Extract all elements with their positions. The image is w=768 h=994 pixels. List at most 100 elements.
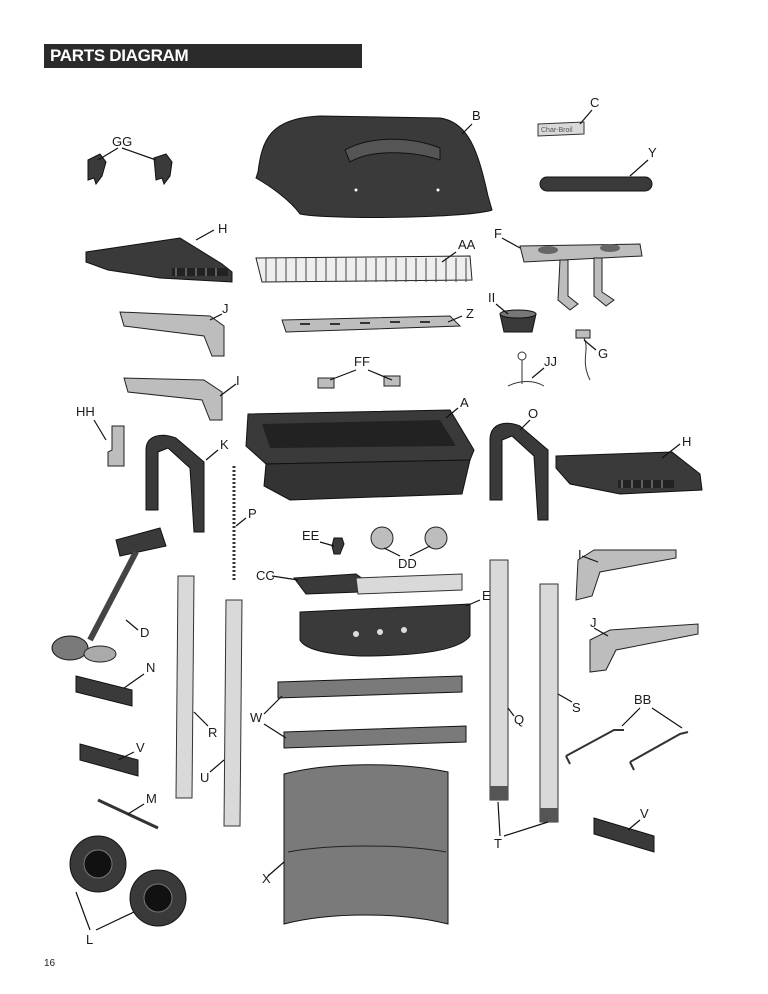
part-w-crossbars [277,675,467,749]
leader-ii [495,303,509,315]
label-ff: FF [354,354,370,369]
label-t: T [494,836,502,851]
part-e-control-panel [299,603,471,657]
logo-text: Char-Broil [541,127,573,134]
label-gg: GG [112,134,132,149]
leader-d [125,619,139,631]
leader-i-right [581,555,599,563]
leader-z [447,315,463,323]
leader-m [127,803,145,815]
part-dd-knobs [370,526,448,550]
leader-t [497,801,549,837]
label-i-left: I [236,373,240,388]
label-d: D [140,625,149,640]
part-gg-clips [87,153,173,186]
label-b: B [472,108,481,123]
part-ff-clips [317,375,401,389]
part-c-logo-badge: Char-Broil [537,121,585,137]
leader-jj [531,367,545,379]
leader-r [193,711,209,727]
label-o: O [528,406,538,421]
leader-k [205,449,219,461]
leader-i-left [219,383,237,397]
part-ii-grease-cup [499,309,537,333]
leader-c [579,109,593,125]
part-j-bracket-right [589,623,699,673]
leader-j-left [209,313,223,321]
part-aa-cooking-grate [255,255,473,283]
label-h-right: H [682,434,691,449]
leader-hh [93,419,107,441]
leader-dd [383,545,431,557]
label-hh: HH [76,404,95,419]
leader-aa [441,251,457,263]
part-r-leg [175,575,195,799]
part-s-leg [539,583,559,823]
label-r: R [208,725,217,740]
leader-u [209,759,225,773]
label-cc: CC [256,568,275,583]
part-u-leg [223,599,243,827]
leader-g [583,339,597,351]
part-v-bracket-right [593,817,655,853]
leader-ff [329,369,393,381]
part-x-bottom-panel [283,764,449,925]
label-c: C [590,95,599,110]
label-p: P [248,506,257,521]
part-d-regulator-hose [51,527,167,663]
label-u: U [200,770,209,785]
leader-gg [97,147,157,161]
label-q: Q [514,712,524,727]
label-j-right: J [590,615,597,630]
label-e: E [482,588,491,603]
part-i-bracket-left [123,377,223,421]
leader-q [507,707,515,717]
label-a: A [460,395,469,410]
part-l-wheels [69,835,187,927]
label-f: F [494,226,502,241]
part-v-bracket-left [79,743,139,777]
leader-x [267,861,285,877]
label-l: L [86,932,93,947]
leader-w [263,695,287,739]
label-g: G [598,346,608,361]
leader-b [461,123,473,135]
leader-v-right [627,819,641,831]
label-s: S [572,700,581,715]
part-a-firebox [245,409,475,501]
part-h-side-shelf-right [555,451,703,495]
part-hh-bracket [107,425,125,467]
label-ii: II [488,290,495,305]
leader-p [235,517,247,527]
part-q-leg [489,559,509,801]
leader-h-right [661,443,681,459]
part-k-leg-frame [145,434,205,533]
label-aa: AA [458,237,476,252]
leader-a [445,407,459,419]
part-o-leg-frame [489,422,549,521]
label-y: Y [648,145,657,160]
label-w: W [250,710,263,725]
part-b-lid [255,115,493,218]
leader-ee [319,541,335,547]
leader-bb [621,707,683,729]
label-ee: EE [302,528,320,543]
leader-s [557,693,573,703]
part-z-heat-tent [281,315,462,333]
leader-cc [271,575,299,581]
part-j-bracket-left [119,311,225,357]
part-g-igniter [575,329,591,381]
leader-o [519,419,531,431]
part-jj-wire [507,351,545,387]
part-f-burner [519,243,643,311]
label-i-right: I [578,547,582,562]
label-dd: DD [398,556,417,571]
label-m: M [146,791,157,806]
label-v-left: V [136,740,145,755]
leader-n [123,673,145,689]
label-z: Z [466,306,474,321]
leader-l [75,891,135,931]
part-y-handle [539,176,653,192]
part-h-side-shelf-left [85,237,233,283]
